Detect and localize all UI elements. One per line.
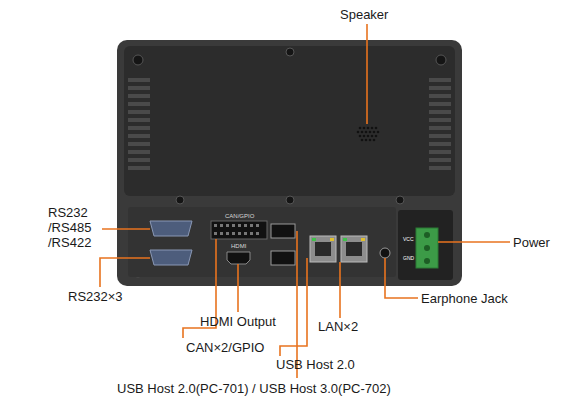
callout-label: USB Host 2.0(PC-701) / USB Host 3.0(PC-7…	[117, 381, 391, 396]
callout-label: Earphone Jack	[421, 291, 508, 306]
port-panel	[128, 207, 396, 277]
port-marking: CAN/GPIO	[225, 213, 254, 220]
usb-port	[271, 251, 295, 265]
db9-port	[150, 221, 192, 265]
leader-line	[100, 24, 510, 378]
speaker-grille	[357, 127, 380, 142]
vent-right	[429, 78, 451, 170]
header-pins	[214, 224, 259, 235]
callout-label: CAN×2/GPIO	[186, 340, 264, 355]
lan-port	[310, 236, 367, 262]
callout-label: LAN×2	[318, 319, 358, 334]
top-panel	[124, 46, 455, 196]
callout-label: Power	[513, 235, 550, 250]
gpio-header	[211, 221, 267, 239]
usb-port	[271, 224, 295, 238]
callout-label: USB Host 2.0	[276, 357, 355, 372]
device-body	[117, 40, 462, 286]
terminal-screw	[424, 232, 430, 264]
callout-label: Speaker	[340, 7, 388, 22]
callout-label: RS232 /RS485 /RS422	[48, 205, 100, 250]
callout-label: HDMI Output	[200, 314, 276, 329]
pin-name: VCC	[403, 236, 414, 242]
earphone-jack	[380, 248, 390, 258]
hdmi-port	[227, 252, 250, 264]
pin-name: GND	[403, 255, 414, 261]
vent-left	[128, 78, 150, 170]
port-marking: HDMI	[231, 243, 246, 250]
power-area	[398, 210, 453, 280]
power-terminal	[416, 228, 438, 268]
callout-label: RS232×3	[68, 289, 123, 304]
